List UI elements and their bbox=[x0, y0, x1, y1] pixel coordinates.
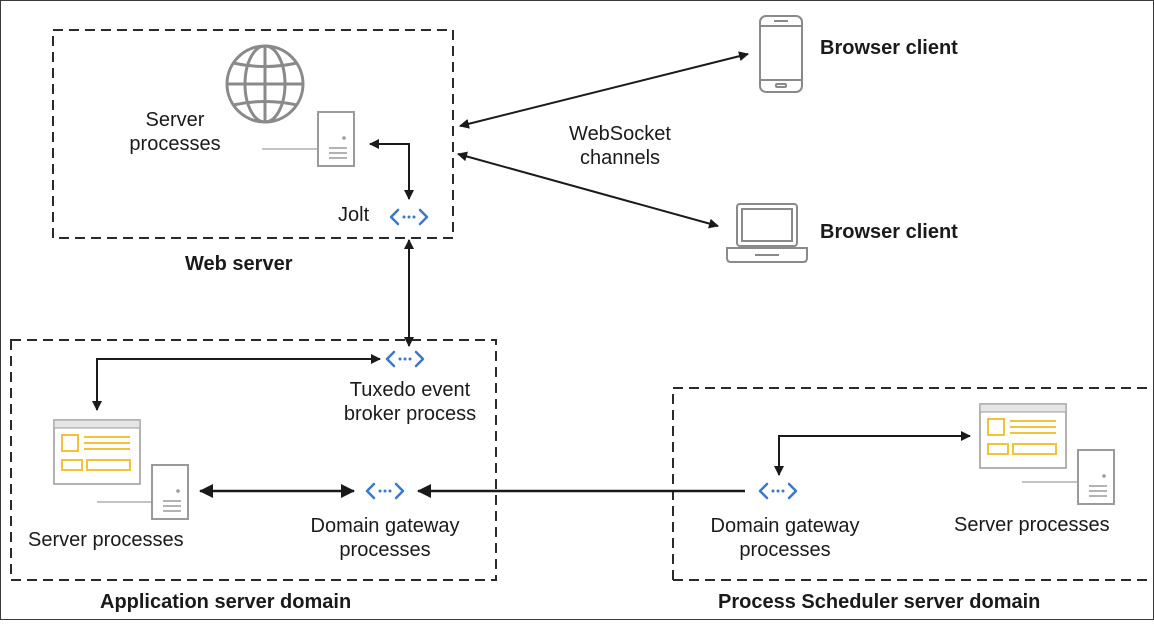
web-server-box bbox=[52, 29, 454, 239]
laptop-icon bbox=[726, 203, 808, 263]
arrows bbox=[92, 51, 971, 498]
arrow-websocket-laptop bbox=[457, 151, 719, 229]
server-tower-icon bbox=[262, 111, 355, 167]
connector-icon bbox=[758, 482, 798, 500]
application-server-domain-box bbox=[10, 339, 497, 581]
arrow-scheduler-server-to-gateway bbox=[774, 431, 971, 476]
app-domain-gateway-label: Domain gateway processes bbox=[310, 515, 460, 561]
connector-icon bbox=[389, 208, 429, 226]
app-window-icon bbox=[53, 419, 141, 485]
web-server-title: Web server bbox=[185, 253, 293, 275]
arrow-tuxedo-to-app-server bbox=[92, 354, 381, 411]
smartphone-icon bbox=[759, 15, 803, 93]
server-tower-icon bbox=[97, 464, 189, 520]
jolt-label: Jolt bbox=[338, 204, 370, 226]
tuxedo-event-broker-label: Tuxedo event broker process bbox=[343, 379, 477, 425]
process-scheduler-domain-box bbox=[672, 387, 1148, 580]
web-server-processes-label: Server processes bbox=[129, 109, 221, 155]
scheduler-domain-gateway-label: Domain gateway processes bbox=[710, 515, 860, 561]
server-tower-icon bbox=[1022, 449, 1115, 505]
browser-client-label-bottom: Browser client bbox=[820, 221, 958, 243]
connector-icon bbox=[385, 350, 425, 368]
websocket-channels-label: WebSocket channels bbox=[569, 123, 671, 169]
app-server-processes-label: Server processes bbox=[28, 529, 184, 551]
application-server-domain-title: Application server domain bbox=[100, 591, 352, 613]
connector-icon bbox=[365, 482, 405, 500]
globe-icon bbox=[225, 44, 305, 124]
arrow-websocket-phone bbox=[459, 51, 749, 129]
process-scheduler-domain-title: Process Scheduler server domain bbox=[718, 591, 1041, 613]
app-window-icon bbox=[979, 403, 1067, 469]
browser-client-label-top: Browser client bbox=[820, 37, 958, 59]
scheduler-server-processes-label: Server processes bbox=[954, 514, 1110, 536]
arrow-server-to-jolt bbox=[369, 139, 414, 200]
